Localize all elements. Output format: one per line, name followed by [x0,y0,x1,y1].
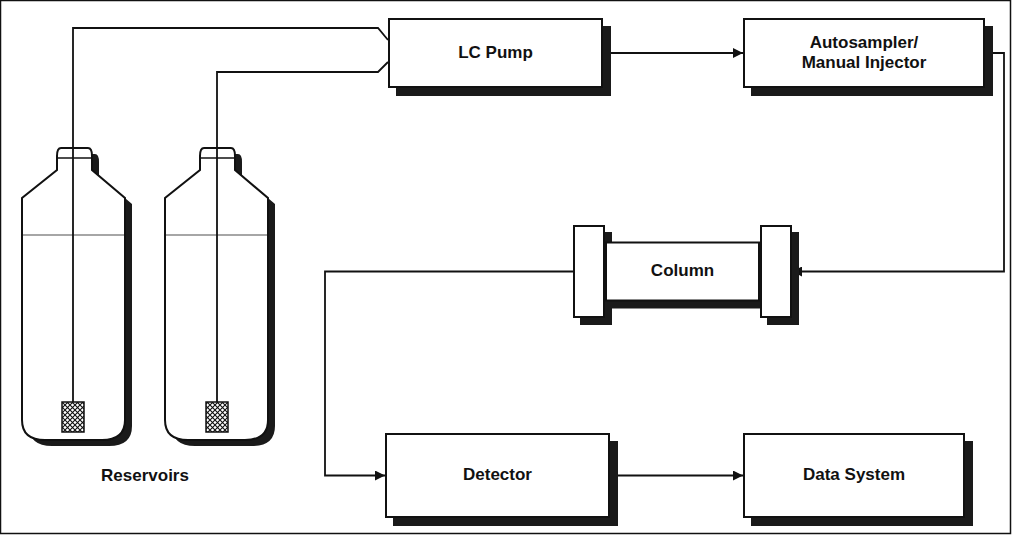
node-label: Data System [803,465,905,485]
solvent-line [73,28,388,402]
process-box: Data System [743,433,965,518]
flow-arrow [610,475,743,477]
solvent-line [217,62,388,402]
reservoir-bottle [22,148,132,446]
flow-arrow [603,52,743,54]
node-label: Detector [463,465,532,485]
node-label: Column [651,261,714,281]
reservoir-bottle [165,148,275,446]
process-box: LC Pump [388,18,603,88]
node-label: Autosampler/ Manual Injector [784,33,944,74]
process-box: Detector [385,433,610,518]
node-label: LC Pump [458,43,533,63]
process-box: Autosampler/ Manual Injector [743,18,985,88]
column-node: Column [573,225,792,318]
group-label: Reservoirs [101,466,189,486]
